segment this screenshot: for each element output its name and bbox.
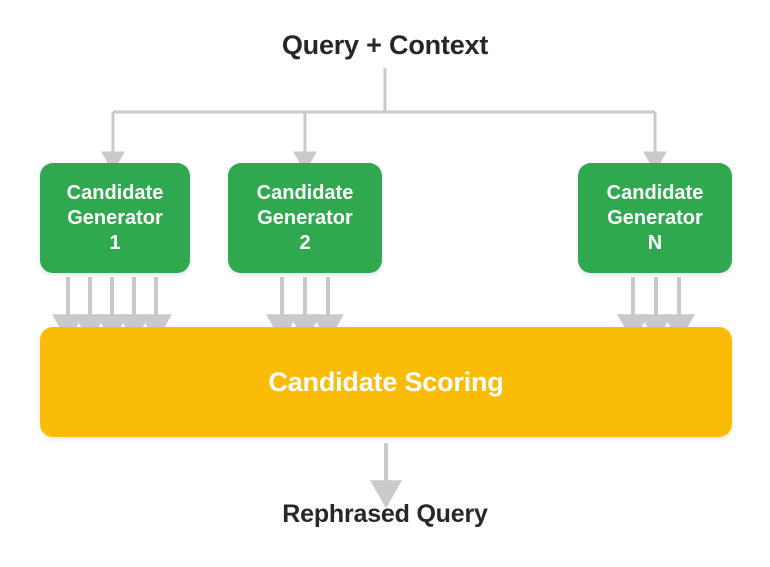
gen-2-line-3: N	[647, 231, 663, 254]
candidate-scoring-label: Candidate Scoring	[268, 366, 504, 397]
gen-1-line-1: Candidate	[256, 181, 354, 204]
fanout-connector	[101, 68, 667, 173]
gen-2-line-1: Candidate	[606, 181, 704, 204]
gen-1-line-3: 2	[299, 231, 311, 254]
gen-0-line-3: 1	[109, 231, 121, 254]
page-title: Query + Context	[281, 30, 489, 60]
candidate-generator-n-box[interactable]: Candidate Generator N	[578, 163, 732, 273]
output-label: Rephrased Query	[282, 500, 488, 528]
gen-2-arrows	[617, 277, 695, 343]
candidate-scoring-bar[interactable]: Candidate Scoring	[40, 327, 732, 437]
gen-0-arrows	[52, 277, 172, 343]
gen-2-line-2: Generator	[607, 206, 703, 229]
gen-1-line-2: Generator	[257, 206, 353, 229]
gen-0-line-1: Candidate	[66, 181, 164, 204]
gen-0-line-2: Generator	[67, 206, 163, 229]
candidate-generator-1-box[interactable]: Candidate Generator 1	[40, 163, 190, 273]
gen-1-arrows	[266, 277, 344, 343]
candidate-generator-2-box[interactable]: Candidate Generator 2	[228, 163, 382, 273]
